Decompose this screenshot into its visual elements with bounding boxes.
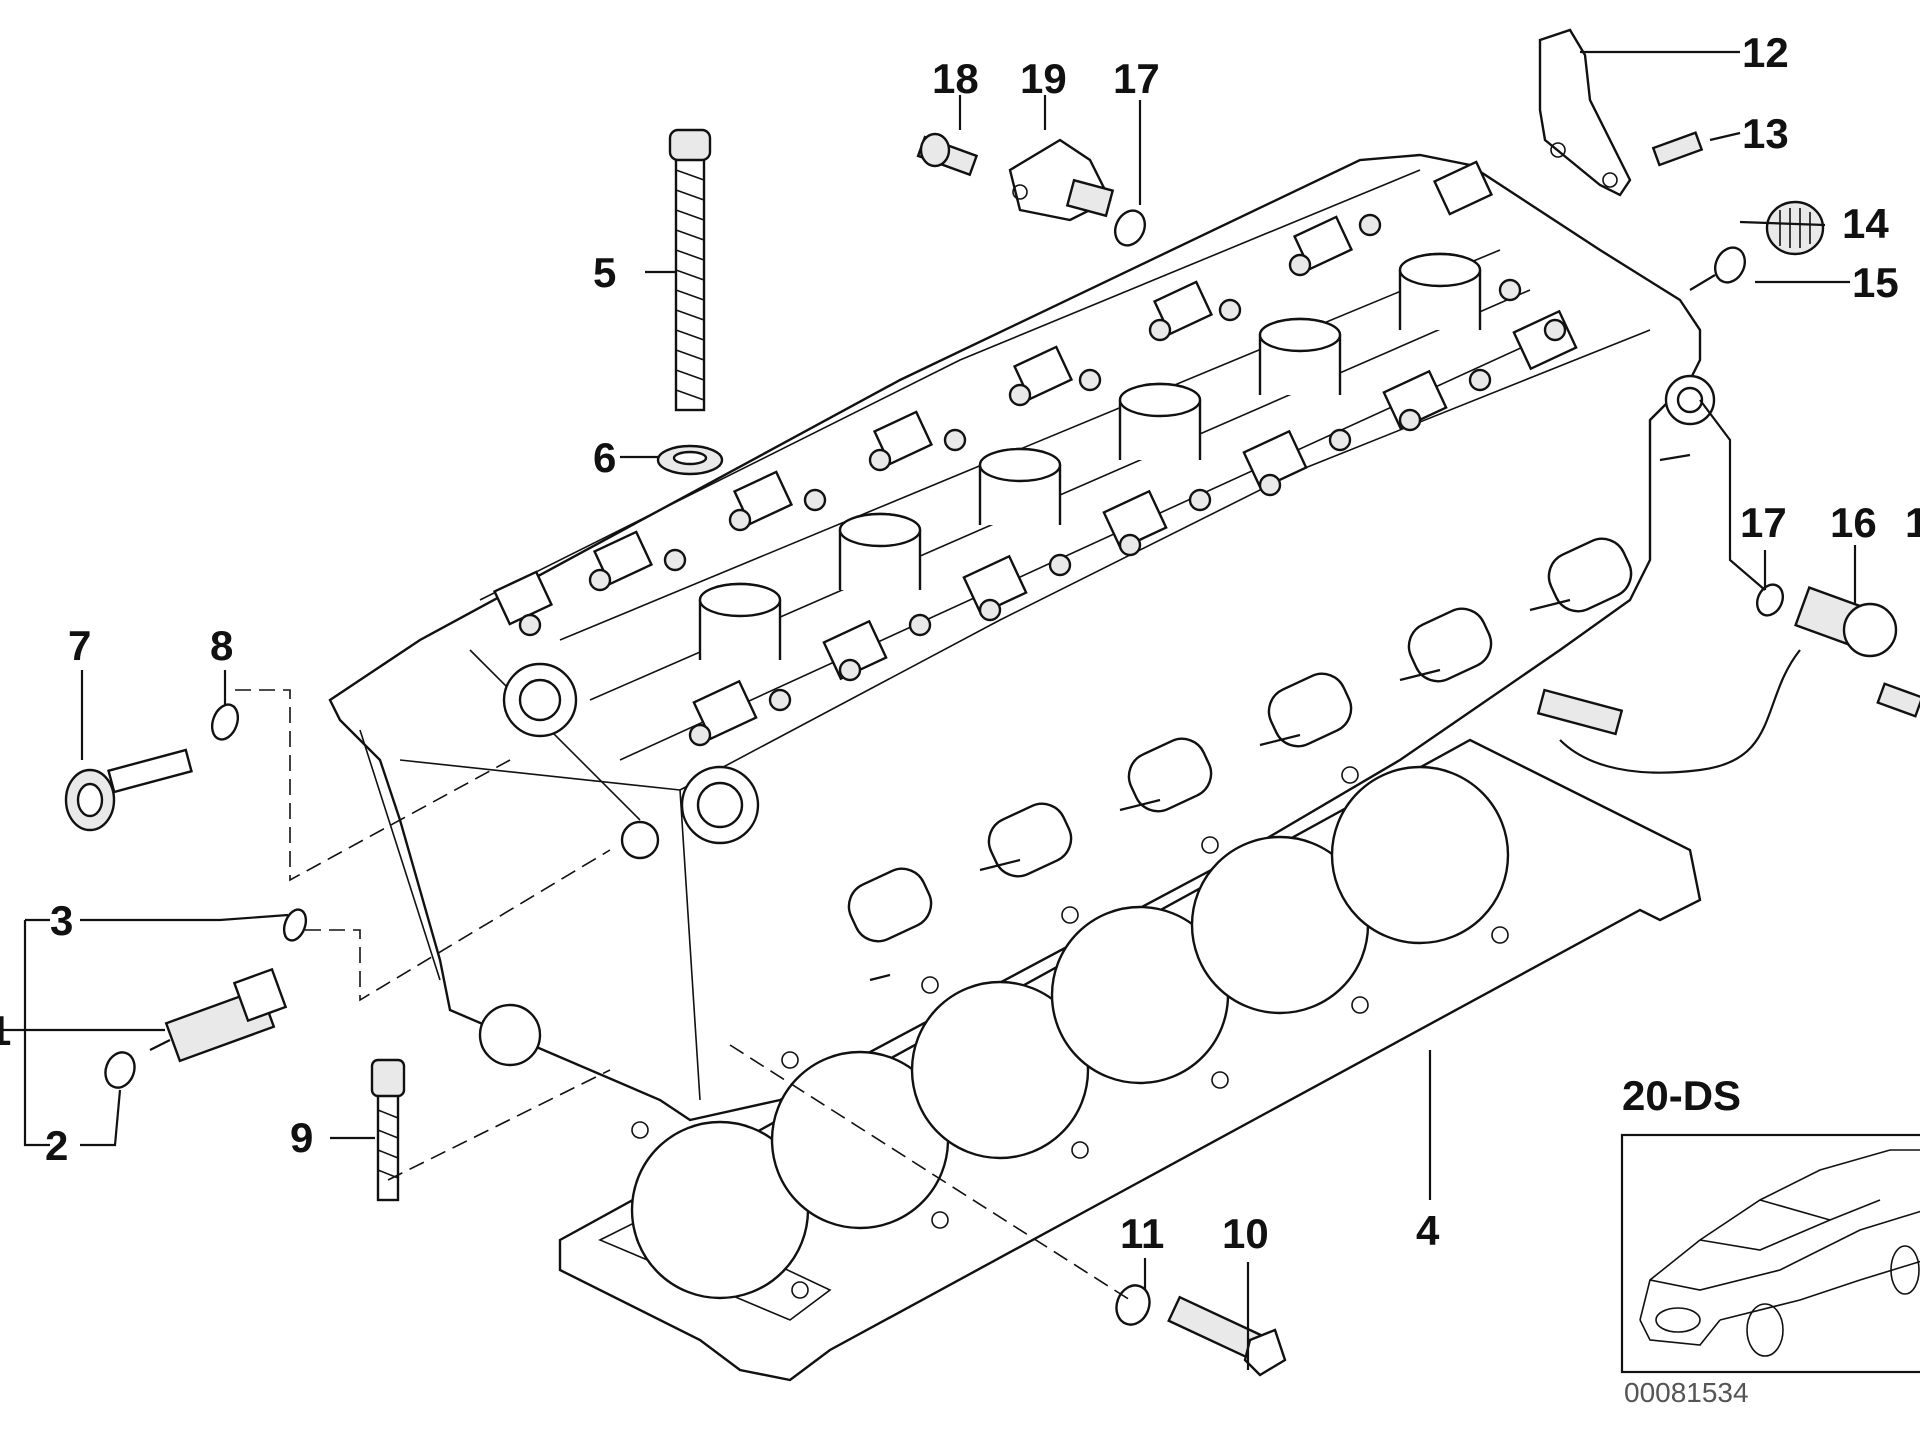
bolt-9 xyxy=(370,1058,406,1202)
catalog-number: 00081534 xyxy=(1624,1377,1749,1408)
callout-6: 6 xyxy=(593,434,616,481)
bolt-5 xyxy=(668,128,712,412)
callout-5: 5 xyxy=(593,249,616,296)
callout-14: 14 xyxy=(1842,200,1889,247)
ring-8 xyxy=(210,703,240,741)
callout-3: 3 xyxy=(50,897,73,944)
ring-11 xyxy=(1115,1284,1151,1326)
callout-10: 10 xyxy=(1222,1210,1269,1257)
callout-9: 9 xyxy=(290,1114,313,1161)
callout-15: 15 xyxy=(1852,259,1899,306)
callout-1-right: 1 xyxy=(1905,499,1920,546)
sensor-1 xyxy=(149,967,288,1063)
callout-4: 4 xyxy=(1416,1207,1440,1254)
o-ring-17-right xyxy=(1755,583,1785,617)
bracket-12 xyxy=(1538,28,1632,197)
dashed-lines xyxy=(235,689,1131,1301)
ring-2 xyxy=(104,1051,136,1089)
callout-13: 13 xyxy=(1742,110,1789,157)
o-ring-17-top xyxy=(1114,209,1146,247)
o-ring-3 xyxy=(282,908,308,942)
callout-labels: 18 19 17 12 13 14 15 5 6 17 16 1 7 8 3 1… xyxy=(0,29,1920,1257)
callout-18: 18 xyxy=(932,55,979,102)
screw-13 xyxy=(1651,131,1704,167)
inset-vehicle: 20-DS 00081534 xyxy=(1620,1072,1920,1408)
ring-15 xyxy=(1714,246,1746,284)
screw-18 xyxy=(916,132,979,177)
plug-14 xyxy=(1765,200,1825,256)
callout-17-right: 17 xyxy=(1740,499,1787,546)
callout-17-top: 17 xyxy=(1113,55,1160,102)
part-7 xyxy=(64,748,193,832)
callout-16: 16 xyxy=(1830,499,1877,546)
callout-7: 7 xyxy=(68,622,91,669)
washer-6 xyxy=(656,444,724,476)
callout-11: 11 xyxy=(1120,1210,1164,1257)
callout-2: 2 xyxy=(45,1122,68,1169)
callout-19: 19 xyxy=(1020,55,1067,102)
callout-12: 12 xyxy=(1742,29,1789,76)
head-gasket xyxy=(558,738,1702,1382)
bolt-10 xyxy=(1167,1295,1287,1377)
sensor-16 xyxy=(1536,585,1920,774)
car-icon xyxy=(1639,1149,1920,1357)
cylinder-head xyxy=(328,153,1716,1122)
callout-8: 8 xyxy=(210,622,233,669)
leader-lines xyxy=(0,50,1857,1370)
inset-code: 20-DS xyxy=(1622,1072,1741,1119)
sensor-19 xyxy=(1008,138,1115,222)
callout-1-left: 1 xyxy=(0,1007,11,1054)
